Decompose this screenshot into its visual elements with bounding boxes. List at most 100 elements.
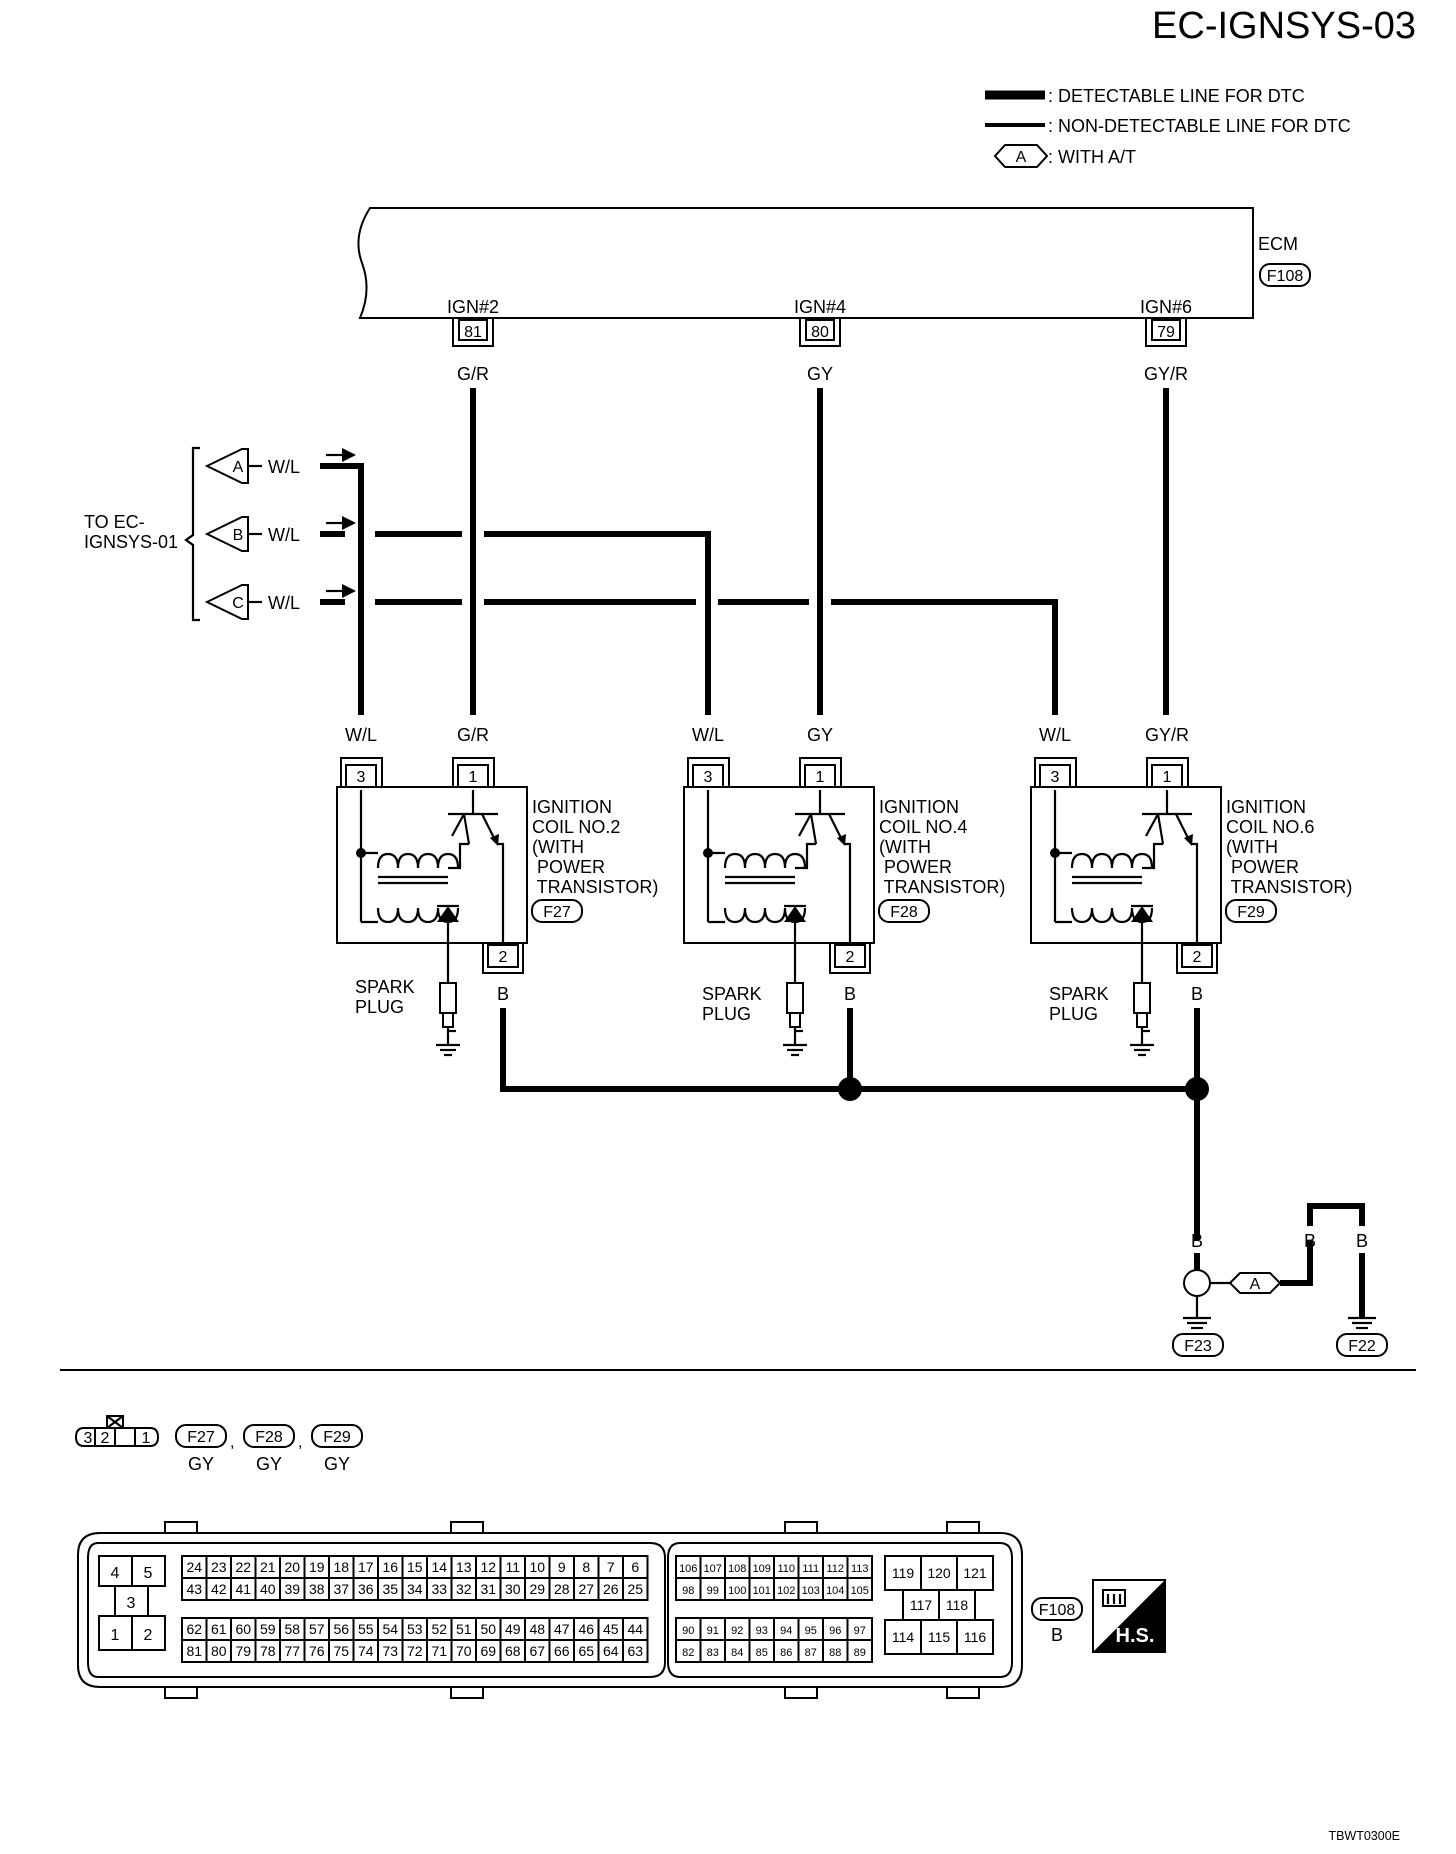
ecm-pin: 117 (910, 1597, 933, 1613)
ecm-pin: 55 (358, 1621, 374, 1637)
ecm-pin: 63 (627, 1643, 643, 1659)
wire-color-label: W/L (692, 725, 724, 745)
ecm-pin: 25 (627, 1581, 643, 1597)
coil-pin-supply: 3 (1051, 769, 1060, 786)
ecm-pin: 91 (707, 1625, 719, 1637)
ground-connector-id: F22 (1348, 1338, 1376, 1355)
ecm-pin: 15 (407, 1559, 423, 1575)
ecm-outline (357, 207, 1254, 319)
ecm-pin: 102 (777, 1585, 795, 1597)
ecm-pin: 24 (186, 1559, 202, 1575)
ground-connector-badge (1172, 1333, 1224, 1357)
coil-connector-badge (878, 899, 930, 923)
coil-name-line: TRANSISTOR) (1226, 877, 1352, 897)
legend-detectable-text: : DETECTABLE LINE FOR DTC (1048, 86, 1305, 106)
ecm-pin: 74 (358, 1643, 374, 1659)
ecm-pin: 21 (260, 1559, 276, 1575)
splice-point (838, 1077, 862, 1101)
offpage-letter: C (232, 595, 244, 612)
ecm-pin: 35 (382, 1581, 398, 1597)
to-other-line-b: B W/L (204, 516, 711, 715)
offpage-letter: B (233, 527, 244, 544)
coil-name-line: (WITH (1226, 837, 1278, 857)
spark-plug-label: PLUG (355, 997, 404, 1017)
ecm-pin: 16 (382, 1559, 398, 1575)
ecm-pin: 69 (480, 1643, 496, 1659)
connector-id: F27 (187, 1429, 215, 1446)
terminal-frame (1145, 318, 1187, 347)
ecm-pin: 11 (505, 1559, 520, 1575)
ecm-pin: 49 (505, 1621, 521, 1637)
coil-pin-signal: 1 (1163, 769, 1172, 786)
ecm-pin: 64 (603, 1643, 619, 1659)
ecm-pin: 97 (854, 1625, 866, 1637)
spark-plug-label: SPARK (1049, 984, 1109, 1004)
coil-name-line: POWER (532, 857, 605, 877)
coil-name-line: COIL NO.6 (1226, 817, 1314, 837)
ecm-pin: 95 (805, 1625, 817, 1637)
coil-connector-badge (531, 899, 583, 923)
ecm-pin: 94 (780, 1625, 792, 1637)
wire-color-label: W/L (268, 457, 300, 477)
to-other-line-c: C W/L (204, 584, 1058, 715)
legend-option-text: : WITH A/T (1048, 147, 1136, 167)
primary-winding (376, 852, 460, 869)
coil-connector-view: 3 2 1 F27 , GY F28 , GY F29 GY (74, 1415, 363, 1474)
offpage-letter: A (233, 459, 244, 476)
ecm-pin: 98 (682, 1585, 694, 1597)
ecm-pin: 111 (802, 1563, 819, 1575)
ecm-pin: 28 (554, 1581, 570, 1597)
diode-icon (437, 906, 459, 922)
wire-color-label: B (1191, 984, 1203, 1004)
ecm-pin-cell (846, 1577, 873, 1601)
ecm-signal-label: IGN#2 (447, 297, 499, 317)
ecm-pin: 48 (529, 1621, 545, 1637)
ecm-pin: 40 (260, 1581, 276, 1597)
connector-color: GY (188, 1454, 214, 1474)
ecm-pin: 116 (964, 1629, 987, 1645)
coil-name-line: POWER (879, 857, 952, 877)
to-other-page: TO EC- IGNSYS-01 (84, 446, 200, 622)
ecm-pin-cell (622, 1639, 649, 1663)
coil-pin-ground: 2 (846, 949, 855, 966)
coil-body (336, 786, 528, 944)
ecm-pin: 61 (211, 1621, 227, 1637)
ecm-pin: 46 (578, 1621, 594, 1637)
coil-name-line: COIL NO.4 (879, 817, 967, 837)
wire-color-label: G/R (457, 725, 489, 745)
supply-wire-coil2 (320, 463, 364, 715)
terminal-frame (452, 318, 494, 347)
lock-tab (450, 1686, 484, 1699)
arrow-head-icon (342, 584, 356, 598)
ecm-pin: 18 (333, 1559, 349, 1575)
ecm-pin: 65 (578, 1643, 594, 1659)
ecm-terminal-81: IGN#2 81 G/R (447, 297, 499, 384)
ecm-pin: 5 (144, 1565, 153, 1582)
terminal-pin-box (1151, 319, 1181, 341)
ecm-pin: 26 (603, 1581, 619, 1597)
ecm-pin: 93 (756, 1625, 768, 1637)
ecm-pin: 70 (456, 1643, 472, 1659)
connector-color: GY (324, 1454, 350, 1474)
ecm-pin: 89 (854, 1647, 866, 1659)
ecm-pin: 42 (211, 1581, 227, 1597)
connector-id: F108 (1039, 1602, 1076, 1619)
ecm-pin: 27 (578, 1581, 594, 1597)
ecm-pin: 9 (558, 1559, 566, 1575)
ecm-pin: 112 (826, 1563, 844, 1575)
ecm-pin: 2 (144, 1627, 153, 1644)
primary-winding (723, 852, 807, 869)
ecm-pin: 121 (963, 1565, 987, 1581)
ecm-pin: 80 (211, 1643, 227, 1659)
ecm-pin: 99 (707, 1585, 719, 1597)
ecm-pin: 60 (235, 1621, 251, 1637)
coil-name-line: COIL NO.2 (532, 817, 620, 837)
ecm-pin: 110 (777, 1563, 795, 1575)
lock-tab (946, 1521, 980, 1534)
ecm-pin: 96 (829, 1625, 841, 1637)
ecm-label: ECM (1258, 234, 1298, 254)
ecm-pin: 23 (211, 1559, 227, 1575)
ecm-pin: 103 (802, 1585, 820, 1597)
ecm-pin: 22 (235, 1559, 251, 1575)
